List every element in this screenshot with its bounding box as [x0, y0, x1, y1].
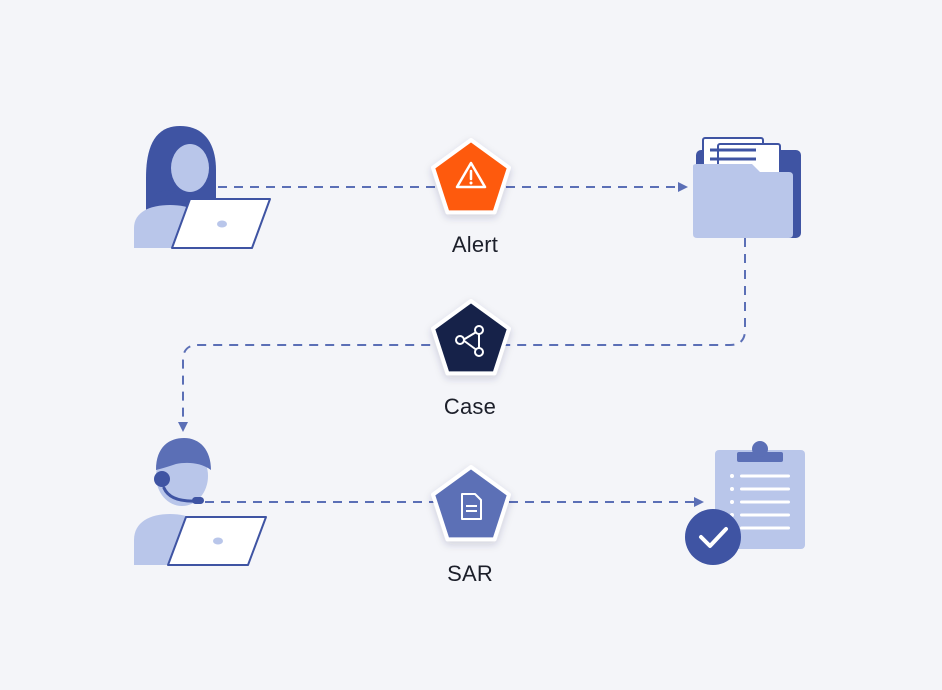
analyst-at-laptop-icon — [134, 126, 271, 249]
connector-folder-to-investigator — [178, 238, 746, 432]
support-agent-headset-icon — [134, 438, 267, 566]
check-circle-icon — [685, 509, 741, 565]
alert-label: Alert — [451, 232, 499, 257]
warning-triangle-icon — [455, 161, 487, 189]
case-label: Case — [443, 394, 497, 419]
sar-label: SAR — [447, 561, 493, 586]
folder-documents-icon — [693, 137, 801, 238]
alert-node — [431, 138, 511, 215]
case-node — [431, 299, 511, 376]
share-nodes-icon — [455, 325, 484, 357]
document-icon — [461, 493, 482, 520]
sar-node — [431, 465, 511, 542]
